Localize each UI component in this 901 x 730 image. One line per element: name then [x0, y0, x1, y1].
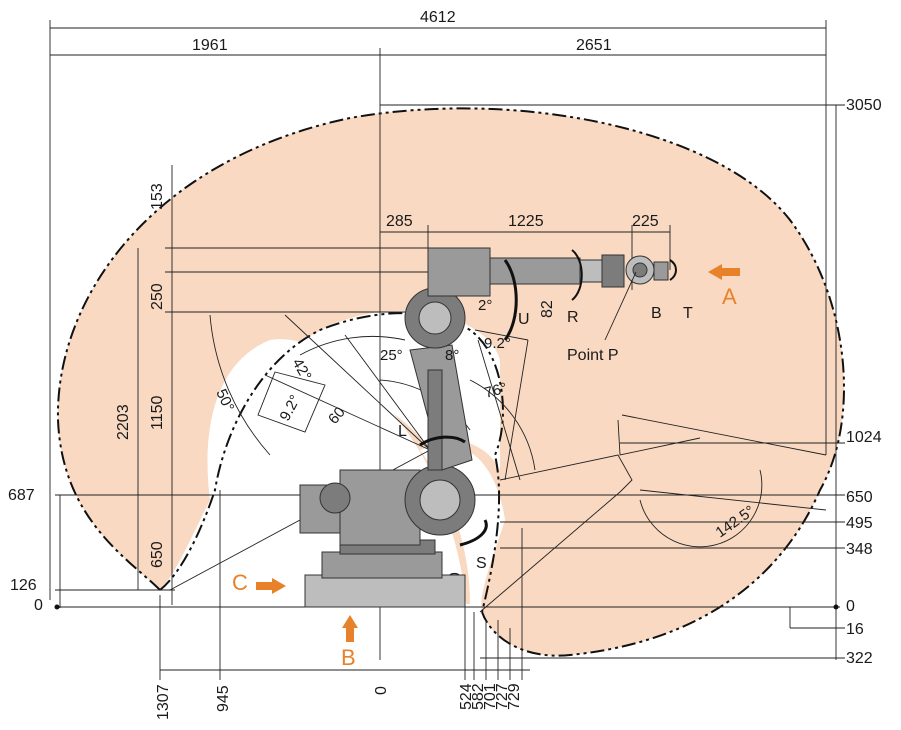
- dim-495: 495: [846, 515, 873, 532]
- dim-153: 153: [149, 183, 166, 210]
- dim-945: 945: [215, 685, 232, 712]
- view-arrow-a-icon: [708, 264, 740, 280]
- angle-9-2-right: 9.2°: [484, 335, 511, 352]
- dim-126: 126: [10, 577, 37, 594]
- robot-base: [299, 464, 476, 608]
- dim-687: 687: [8, 487, 35, 504]
- joint-arrows: [419, 249, 677, 547]
- dim-250: 250: [149, 283, 166, 310]
- dim-right-width: 2651: [576, 37, 612, 54]
- view-label-a: A: [722, 284, 737, 309]
- dim-3050: 3050: [846, 97, 882, 114]
- dim-16: 16: [846, 621, 864, 638]
- axis-label-s: S: [476, 555, 487, 572]
- dim-82: 82: [539, 300, 556, 318]
- dim-729: 729: [506, 683, 523, 710]
- dim-322: 322: [846, 650, 873, 667]
- angle-9-2-left: 9.2°: [277, 392, 305, 424]
- dim-1024: 1024: [846, 429, 882, 446]
- bottom-dimensions: 1307 945 0 524 582 701 727 729 40: [155, 490, 530, 720]
- dim-1225: 1225: [508, 213, 544, 230]
- dim-overall-width: 4612: [420, 9, 456, 26]
- dim-225: 225: [632, 213, 659, 230]
- view-arrow-b-icon: [342, 615, 358, 642]
- top-dimensions: 4612 1961 2651: [49, 9, 827, 660]
- dim-0-bottom: 0: [373, 686, 390, 695]
- dim-524: 524: [458, 683, 475, 710]
- dim-2203: 2203: [115, 404, 132, 440]
- dim-60: 60: [325, 404, 349, 428]
- robot-upper-arm: [404, 247, 669, 349]
- dim-0-right: 0: [846, 598, 855, 615]
- arm-dimensions: 285 1225 225 82: [380, 213, 671, 318]
- dim-348: 348: [846, 541, 873, 558]
- dim-650-left: 650: [149, 541, 166, 568]
- view-label-b: B: [341, 645, 356, 670]
- axis-label-r: R: [567, 309, 579, 326]
- dim-285: 285: [386, 213, 413, 230]
- angle-25: 25°: [380, 347, 403, 364]
- axis-label-u: U: [518, 311, 530, 328]
- angle-76: 76°: [483, 380, 509, 402]
- dim-727: 727: [494, 683, 511, 710]
- dim-701: 701: [482, 683, 499, 710]
- outer-envelope-boundary: [56, 107, 845, 657]
- point-p-leader: [604, 271, 637, 341]
- axis-label-b: B: [651, 305, 662, 322]
- view-label-c: C: [232, 570, 248, 595]
- left-dimensions: 153 250 2203 1150 650 687 126 0: [8, 165, 840, 614]
- dim-650-right: 650: [846, 489, 873, 506]
- axis-labels: U R B T L S Point P: [398, 305, 693, 572]
- dim-1150: 1150: [149, 395, 166, 430]
- inner-envelope-boundary: [159, 312, 504, 613]
- axis-label-l: L: [398, 423, 407, 440]
- view-arrows: A B C: [232, 264, 740, 670]
- dim-582: 582: [470, 683, 487, 710]
- dim-0-left: 0: [34, 597, 43, 614]
- angle-8: 8°: [445, 347, 459, 364]
- dim-left-width: 1961: [192, 37, 228, 54]
- angle-2: 2°: [478, 297, 492, 314]
- dim-1307: 1307: [155, 684, 172, 720]
- point-p-label: Point P: [567, 347, 619, 364]
- right-dimensions: 3050 1024 650 495 348 0 16 322: [380, 97, 882, 667]
- view-arrow-c-icon: [256, 578, 286, 594]
- axis-label-t: T: [683, 305, 693, 322]
